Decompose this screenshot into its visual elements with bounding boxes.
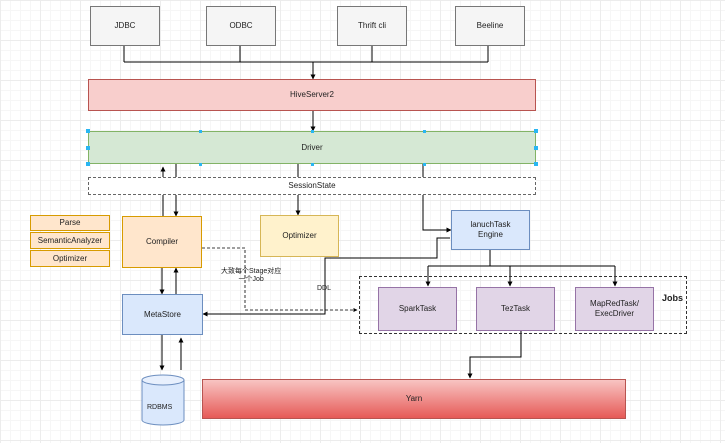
edge-compiler-jobs: [202, 247, 358, 312]
selection-handle[interactable]: [199, 130, 202, 133]
hiveserver2-label: HiveServer2: [289, 90, 334, 99]
parse-phase[interactable]: Parse: [30, 215, 110, 231]
selection-handle[interactable]: [311, 130, 314, 133]
selection-handle[interactable]: [199, 163, 202, 166]
driver-label: Driver: [301, 142, 323, 152]
selection-handle[interactable]: [534, 129, 538, 133]
session-state-box[interactable]: SessionState: [88, 177, 536, 195]
rdbms-cylinder: [141, 374, 185, 426]
rdbms-label: RDBMS: [147, 404, 173, 411]
mapred-task-label: MapRedTask/ ExecDriver: [590, 299, 639, 318]
beeline-label: Beeline: [476, 21, 504, 30]
session-state-label: SessionState: [288, 181, 336, 190]
selection-handle[interactable]: [423, 163, 426, 166]
thrift-label: Thrift cli: [358, 21, 386, 30]
hiveserver2-box[interactable]: HiveServer2: [88, 79, 536, 111]
odbc-client[interactable]: ODBC: [206, 6, 276, 46]
edge-engine-metastore-ddl: [202, 237, 450, 317]
jobs-label: Jobs: [662, 293, 684, 303]
selection-handle[interactable]: [86, 129, 90, 133]
spark-task-label: SparkTask: [398, 304, 437, 313]
optimizer-label: Optimizer: [282, 231, 317, 240]
optimizer-phase[interactable]: Optimizer: [30, 250, 110, 267]
ddl-annotation: DDL: [317, 285, 332, 292]
thrift-client[interactable]: Thrift cli: [337, 6, 407, 46]
jdbc-label: JDBC: [114, 21, 136, 30]
optimizer-phase-label: Optimizer: [52, 253, 88, 263]
launch-task-engine-label: lanuchTask Engine: [470, 220, 511, 239]
edge-tez-yarn: [467, 331, 522, 379]
compiler-box[interactable]: Compiler: [122, 216, 202, 268]
launch-task-engine-box[interactable]: lanuchTask Engine: [451, 210, 530, 250]
compiler-label: Compiler: [145, 237, 178, 246]
selection-handle[interactable]: [534, 146, 538, 150]
driver-box[interactable]: Driver: [88, 131, 536, 164]
parse-label: Parse: [59, 218, 81, 227]
metastore-label: MetaStore: [144, 309, 181, 319]
semantic-analyzer-phase[interactable]: SemanticAnalyzer: [30, 232, 110, 249]
selection-handle[interactable]: [311, 163, 314, 166]
stage-job-annotation: 大致每个Stage对应 一个Job: [221, 268, 282, 284]
spark-task-box[interactable]: SparkTask: [378, 287, 457, 331]
mapred-task-box[interactable]: MapRedTask/ ExecDriver: [575, 287, 654, 331]
edge-driver-engine: [422, 164, 452, 233]
selection-handle[interactable]: [86, 162, 90, 166]
tez-task-box[interactable]: TezTask: [476, 287, 555, 331]
optimizer-box[interactable]: Optimizer: [260, 215, 339, 257]
selection-handle[interactable]: [423, 130, 426, 133]
selection-handle[interactable]: [534, 162, 538, 166]
yarn-label: Yarn: [405, 394, 423, 403]
selection-handle[interactable]: [86, 146, 90, 150]
beeline-client[interactable]: Beeline: [455, 6, 525, 46]
jdbc-client[interactable]: JDBC: [90, 6, 160, 46]
yarn-box[interactable]: Yarn: [202, 379, 626, 419]
semantic-analyzer-label: SemanticAnalyzer: [37, 235, 103, 245]
tez-task-label: TezTask: [501, 304, 530, 313]
metastore-box[interactable]: MetaStore: [122, 294, 203, 335]
jobs-container: [359, 276, 687, 334]
odbc-label: ODBC: [229, 21, 253, 30]
